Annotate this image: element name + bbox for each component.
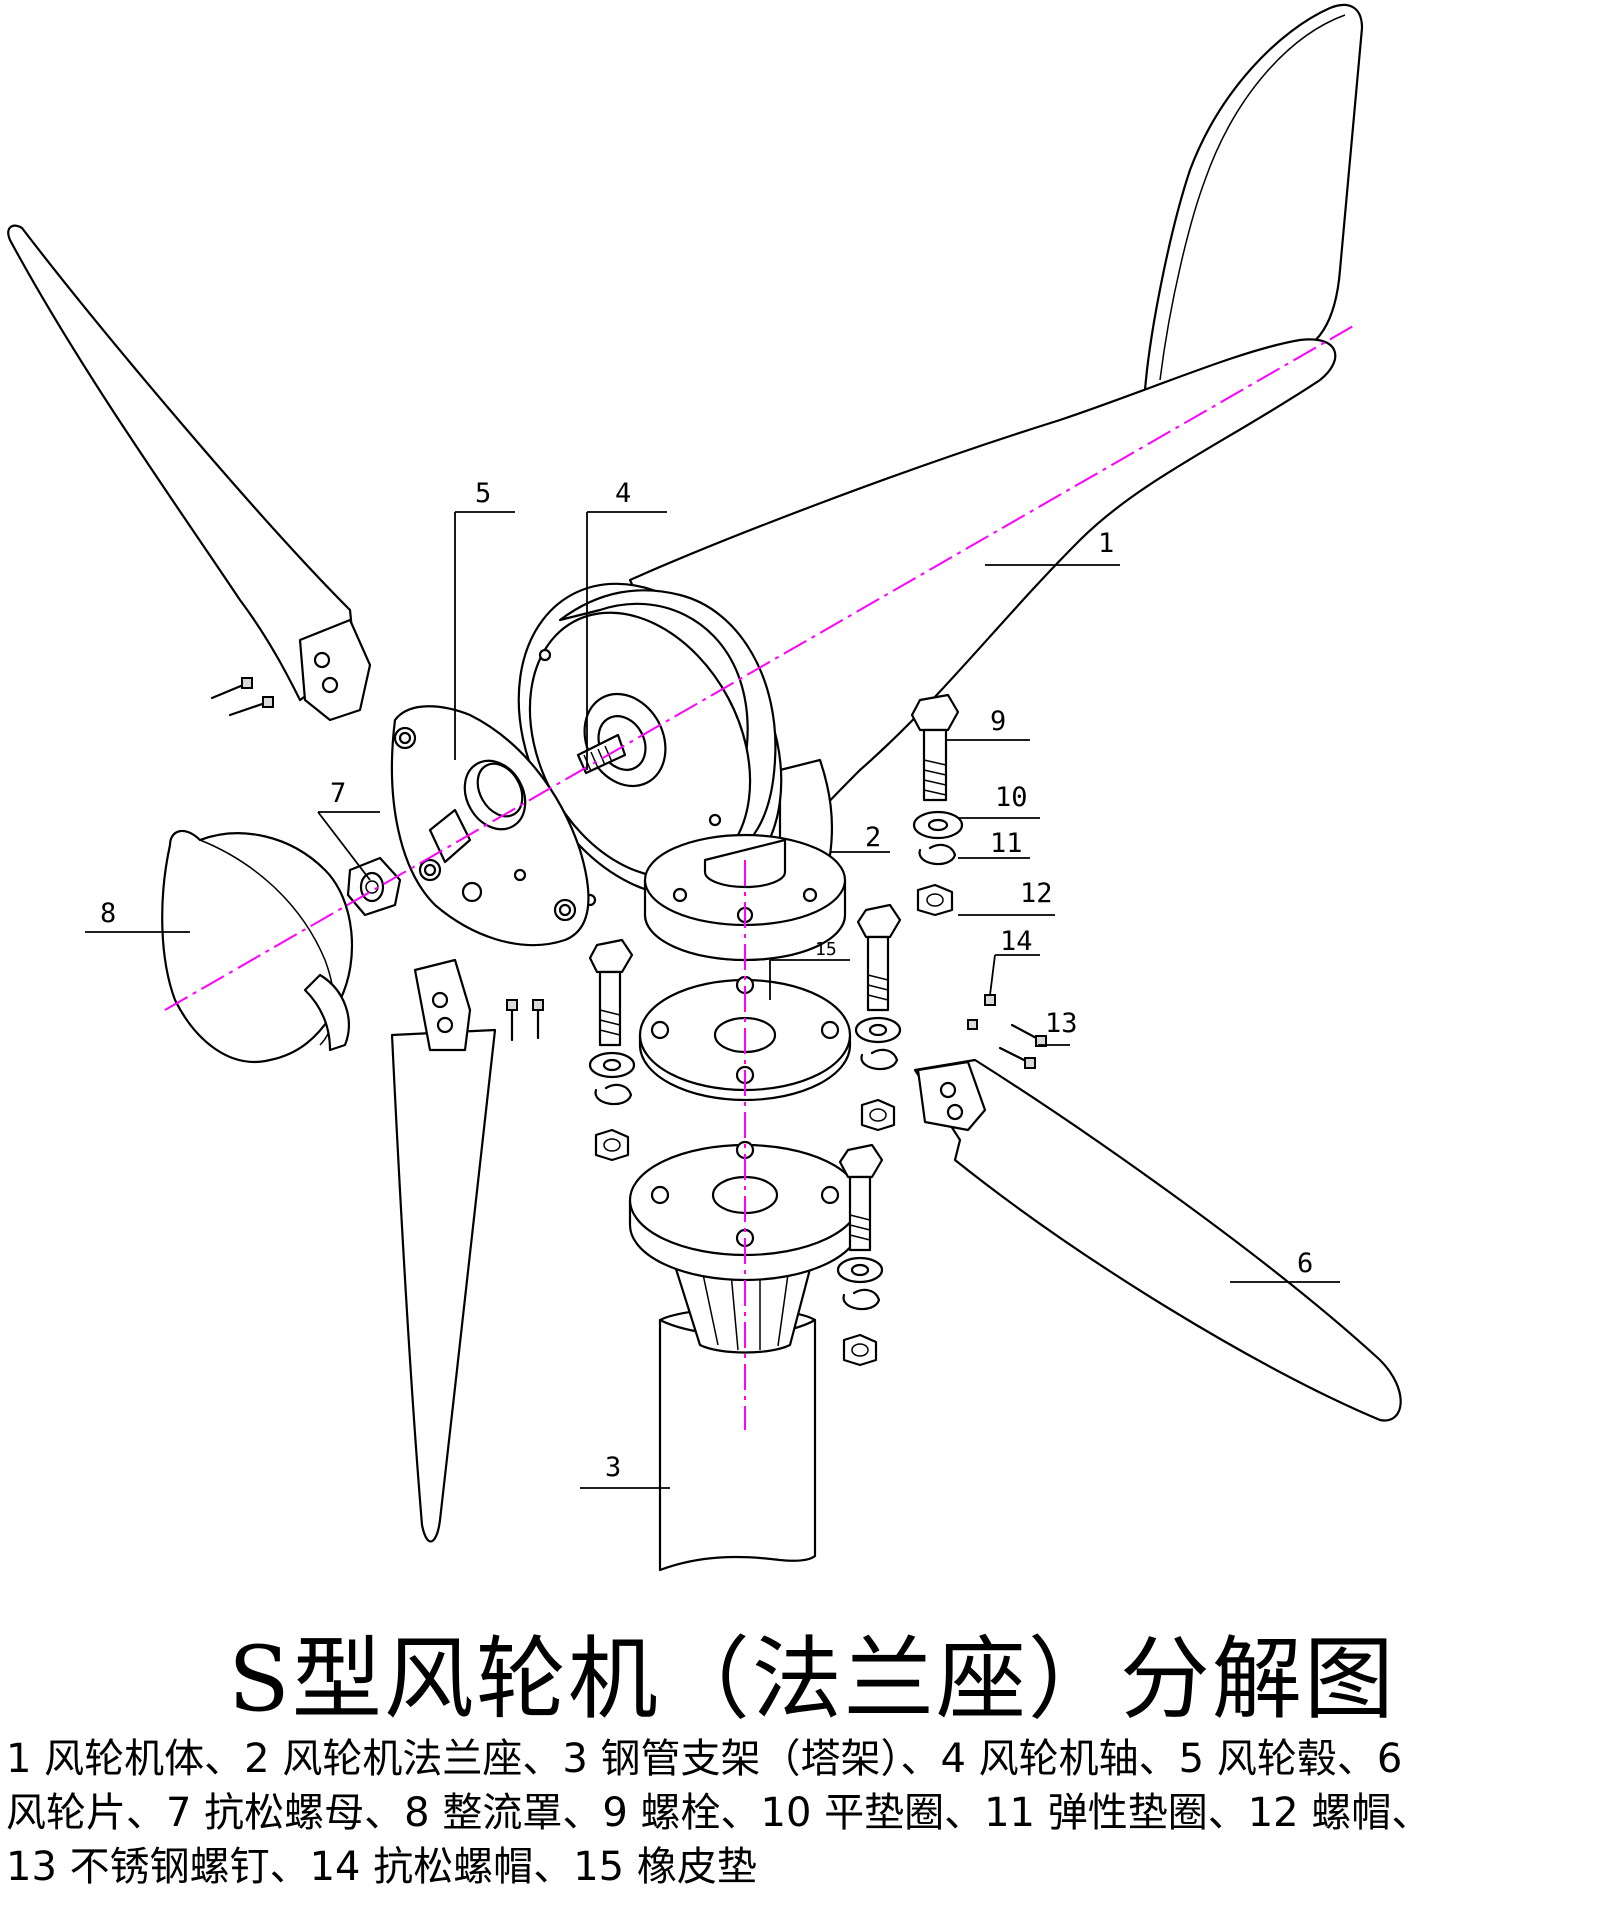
legend-line-3: 13 不锈钢螺钉、14 抗松螺帽、15 橡皮垫: [6, 1844, 757, 1890]
callout-2: 2: [865, 822, 881, 853]
nose-cone: [161, 829, 354, 1063]
blade-upper-left: [7, 224, 372, 722]
bolt-stack-right: [910, 693, 964, 917]
callout-11: 11: [990, 828, 1023, 859]
exploded-diagram: 1 2 3 4 5 6 7 8 9 10 11 12 13 14 15: [7, 3, 1402, 1572]
callout-9: 9: [990, 706, 1006, 737]
legend-line-2: 风轮片、7 抗松螺母、8 整流罩、9 螺栓、10 平垫圈、11 弹性垫圈、12 …: [6, 1790, 1432, 1836]
callout-8: 8: [100, 898, 116, 929]
callout-6: 6: [1297, 1248, 1313, 1279]
callout-1: 1: [1098, 528, 1114, 559]
legend-line-1: 1 风轮机体、2 风轮机法兰座、3 钢管支架（塔架）、4 风轮机轴、5 风轮毂、…: [6, 1736, 1403, 1782]
callout-4: 4: [615, 478, 631, 509]
bolt-stack-left: [588, 938, 636, 1162]
callout-10: 10: [995, 782, 1028, 813]
callout-14: 14: [1000, 926, 1033, 957]
blade-lower: [390, 958, 497, 1543]
diagram-title: S型风轮机（法兰座）分解图: [228, 1627, 1396, 1732]
callout-15: 15: [815, 939, 837, 960]
rotor-axis: [164, 324, 1356, 1011]
callout-7: 7: [330, 778, 346, 809]
hub: [390, 705, 590, 947]
blade-lower-right: [913, 1058, 1402, 1422]
callout-12: 12: [1020, 878, 1053, 909]
leader-lines: [85, 511, 1340, 1489]
callout-5: 5: [475, 478, 491, 509]
bolt-stack-middle: [854, 903, 902, 1132]
callout-3: 3: [605, 1452, 621, 1483]
bolt-stack-lower: [836, 1143, 884, 1367]
callout-13: 13: [1045, 1008, 1078, 1039]
generator-body: [517, 3, 1364, 907]
lock-nut: [346, 856, 402, 917]
